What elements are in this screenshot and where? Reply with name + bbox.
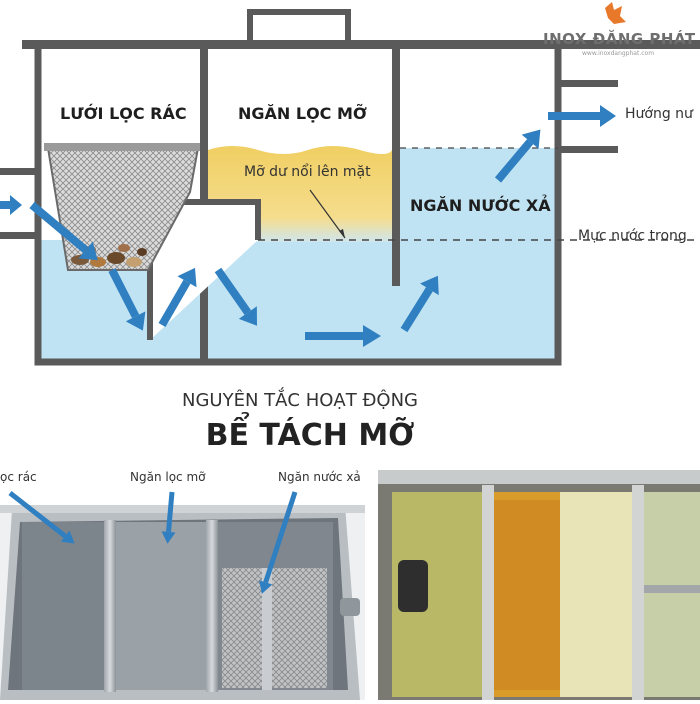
photo-pointer-arrows [8,491,298,594]
brand-logo-icon [605,2,626,24]
photo-arrow [258,491,298,594]
label-screen-compartment: LƯỚI LỌC RÁC [60,104,187,123]
flow-arrow [29,201,98,261]
photo-tank-in-use [378,470,700,700]
flow-arrow [108,268,146,331]
flow-arrow [305,325,381,347]
flow-arrow [0,195,22,215]
outlet-pipe [558,80,618,153]
flow-arrow [400,275,439,333]
grease-note-arrowhead [339,229,345,238]
brand-url: www.inoxdangphat.com [582,50,655,57]
label-grease-compartment: NGĂN LỌC MỠ [238,104,367,123]
photo-steel-tank [0,505,365,700]
photo-label-grease: Ngăn lọc mỡ [130,470,206,484]
water-level-label: Mực nước trong [578,228,687,244]
partition-2 [392,48,400,286]
flow-arrow [494,129,541,183]
photo-label-discharge: Ngăn nước xả [278,470,361,484]
label-discharge-compartment: NGĂN NƯỚC XẢ [410,196,551,215]
partition-1 [200,48,208,248]
grease-note: Mỡ dư nổi lên mặt [244,164,371,180]
grease-note-pointer [309,189,346,239]
flow-arrow [214,267,258,326]
screen-basket [44,143,200,271]
flow-arrow [158,267,197,327]
flow-arrow [548,105,616,127]
title-grease-trap: BỂ TÁCH MỠ [205,418,415,453]
lid [22,40,700,49]
inlet-pipe [0,168,38,239]
photo-arrow [161,491,176,544]
outflow-label: Hướng nư [625,106,693,122]
partition-1-lower [200,248,208,362]
photo-label-screen: ọc rác [0,470,37,484]
brand-name: INOX ĐĂNG PHÁT [543,30,696,48]
lid-handle [247,9,351,42]
title-principle: NGUYÊN TẮC HOẠT ĐỘNG [181,390,418,411]
flow-arrows [0,105,616,347]
photo-arrow [8,491,75,544]
